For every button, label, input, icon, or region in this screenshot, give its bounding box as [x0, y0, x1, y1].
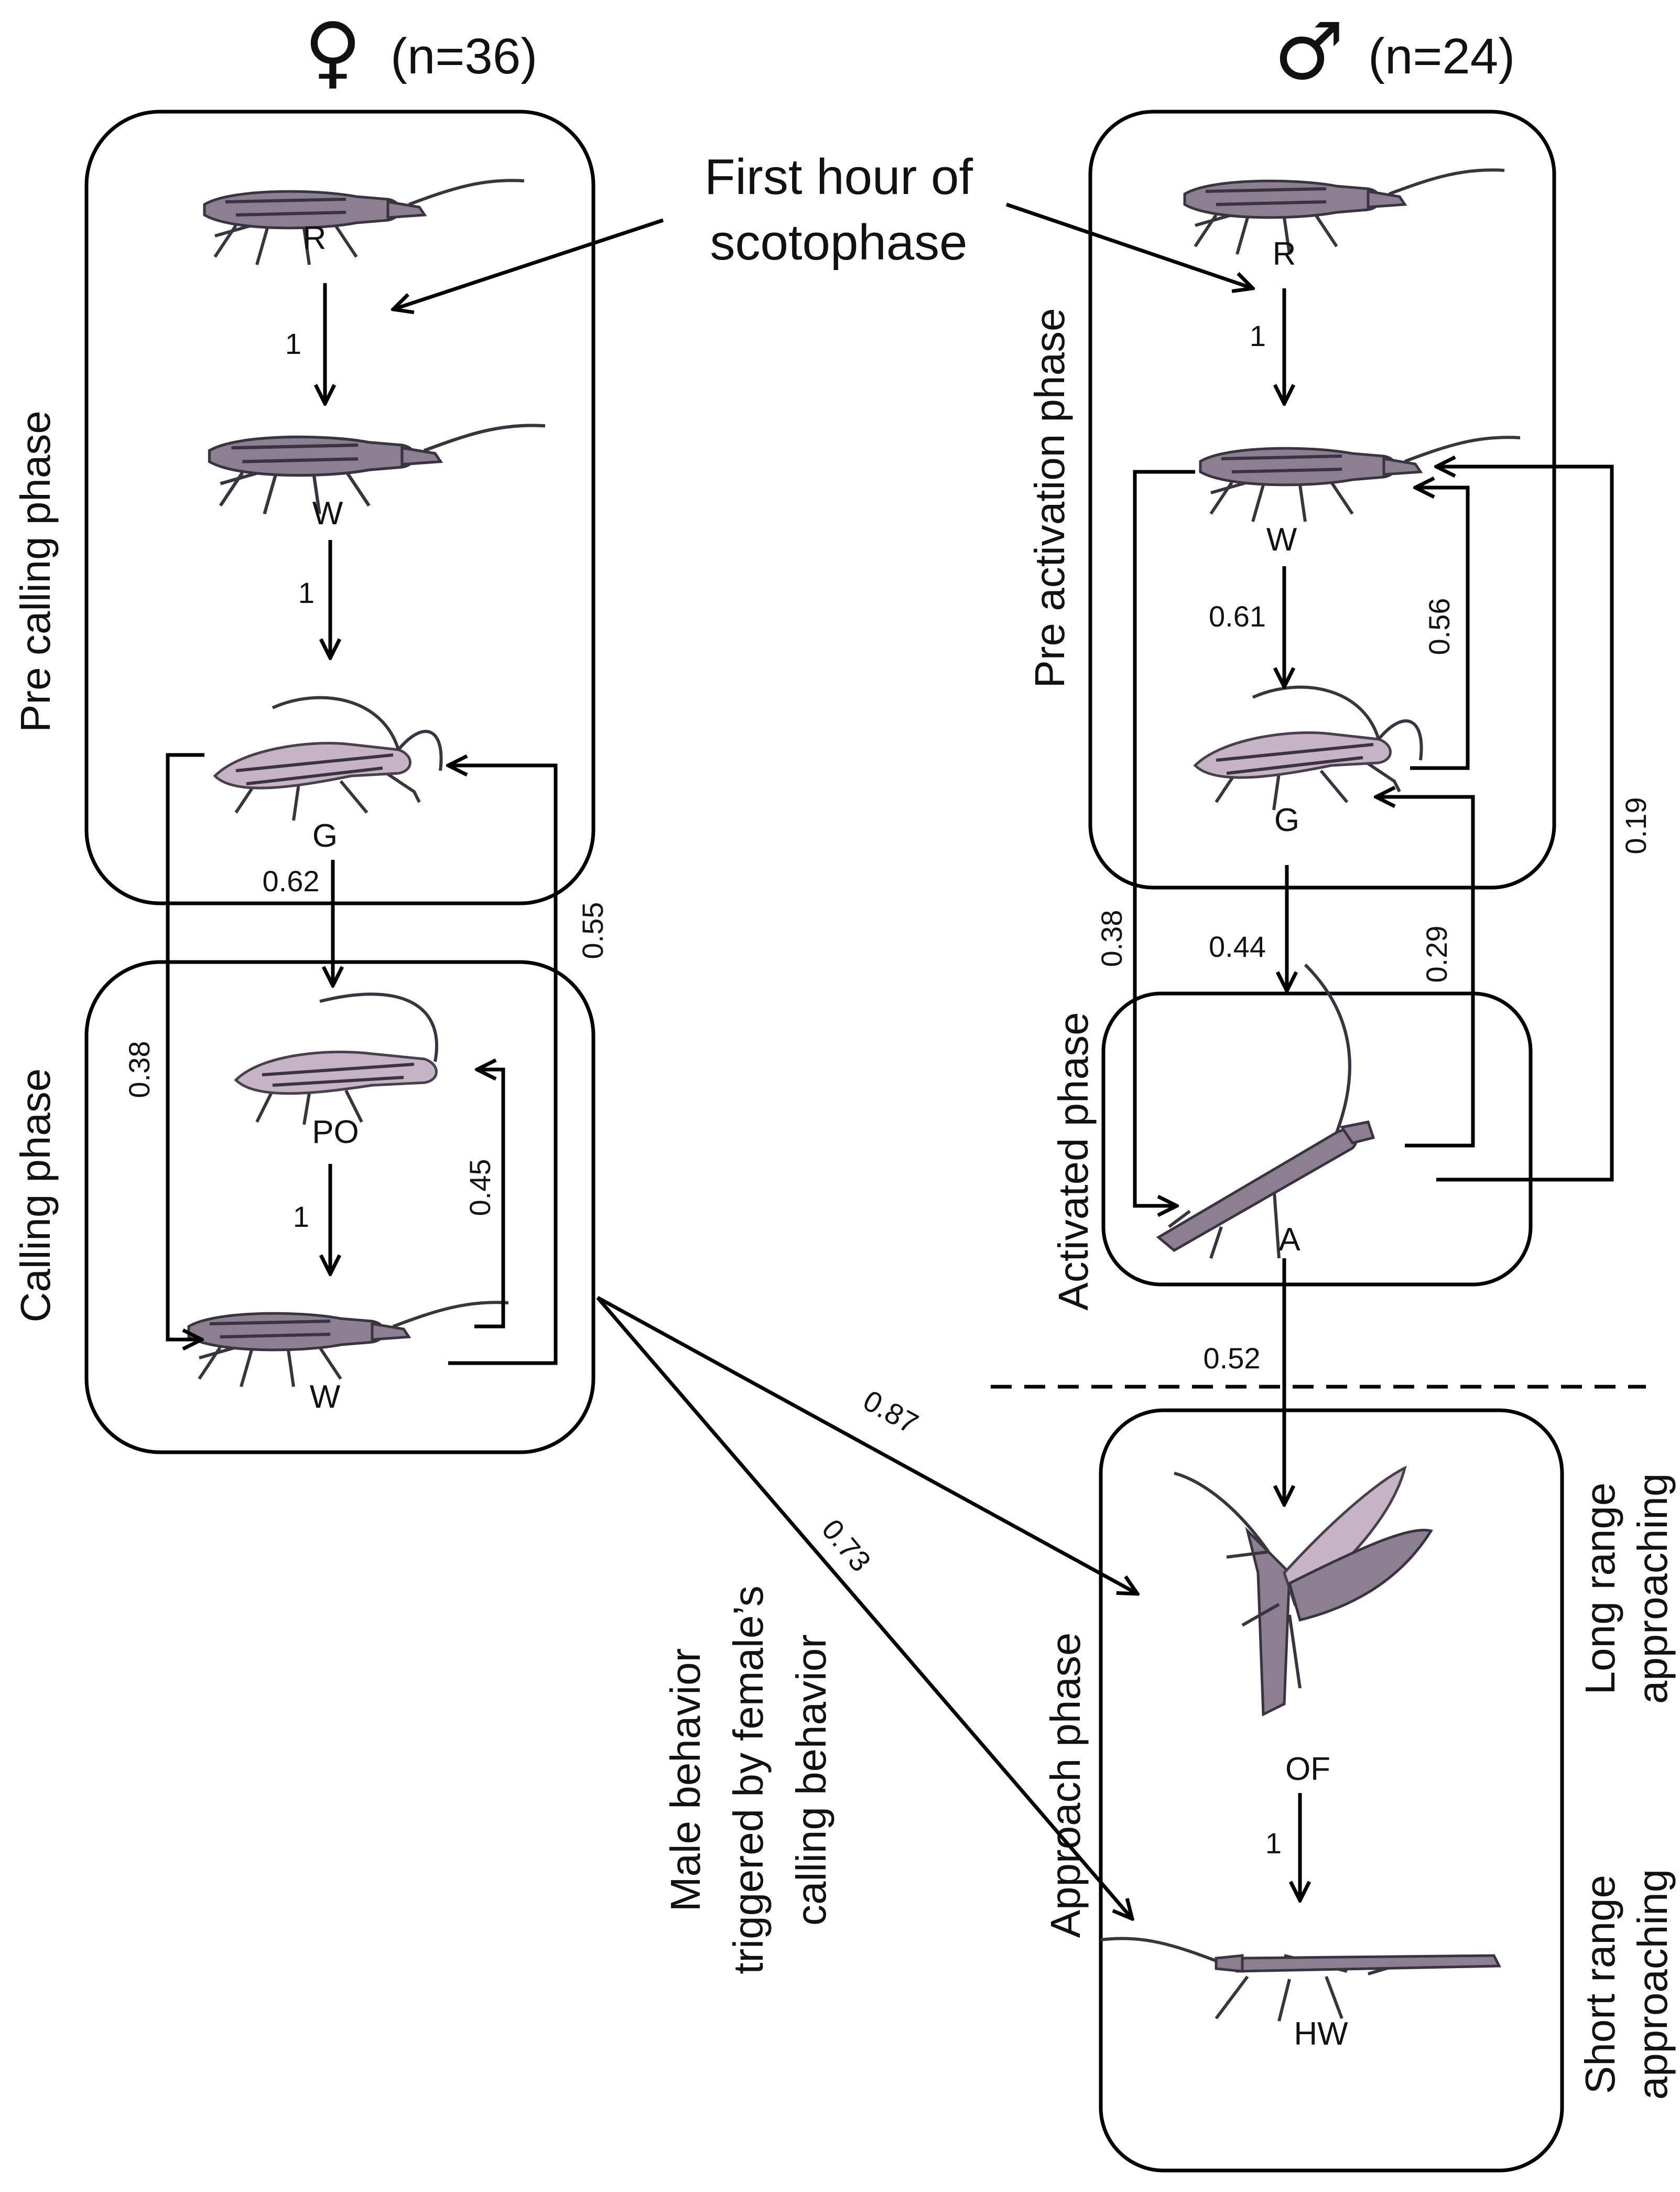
pre-calling-phase-label: Pre calling phase [12, 411, 59, 732]
transition-probability: 1 [1265, 1827, 1282, 1860]
male-count: (n=24) [1368, 28, 1515, 84]
transition-probability: 0.87 [858, 1384, 924, 1440]
transition-probability: 1 [293, 1200, 309, 1233]
state-label: W [310, 1379, 341, 1415]
transition-probability: 0.61 [1209, 600, 1266, 633]
short-range-label-line1: Short range [1577, 1875, 1623, 2094]
male-resting-insect-image [1185, 170, 1504, 254]
transition-arrow [448, 765, 558, 1365]
state-label: A [1278, 1222, 1300, 1258]
pre-activation-phase-box [1088, 110, 1556, 890]
transition-arrow [596, 1296, 1132, 1919]
female-pheromone-insect-image [236, 994, 437, 1125]
transition-probability: 0.45 [463, 1159, 496, 1216]
transition-probability: 0.62 [263, 865, 320, 898]
pre-calling-phase-box [84, 110, 595, 905]
female-symbol: ♀ [304, 6, 362, 98]
transition-probability: 0.38 [1095, 910, 1128, 967]
state-label: R [303, 220, 327, 256]
male-activated-insect-image [1158, 965, 1373, 1258]
male-flying-insect-image [1174, 1468, 1431, 1714]
first-hour-label-line2: scotophase [710, 214, 967, 271]
pre-activation-phase-label: Pre activation phase [1026, 308, 1073, 688]
calling-phase-label: Calling phase [12, 1068, 59, 1323]
state-label: W [1266, 522, 1297, 558]
female-count: (n=36) [391, 28, 537, 84]
transition-arrow [1436, 467, 1614, 1182]
transition-probability: 1 [298, 576, 315, 609]
approach-phase-box [1099, 1408, 1564, 2173]
transition-probability: 0.56 [1423, 598, 1456, 655]
state-label: G [312, 818, 338, 854]
male-walking-insect-image [1200, 437, 1520, 522]
approach-phase-label: Approach phase [1042, 1633, 1089, 1938]
male-grooming-insect-image [1195, 687, 1422, 810]
first-hour-label-line1: First hour of [704, 149, 973, 205]
activated-phase-box [1101, 991, 1533, 1287]
female-walking-insect-image [210, 425, 546, 514]
transition-probability: 0.19 [1619, 797, 1652, 855]
state-label: OF [1285, 1751, 1330, 1787]
transition-arrow [1376, 797, 1475, 1148]
scotophase-arrow-female [393, 218, 664, 309]
transition-probability: 0.29 [1420, 926, 1453, 983]
transition-probability: 0.55 [576, 902, 609, 959]
transition-probability: 0.38 [123, 1041, 156, 1098]
scotophase-arrow-male [1005, 202, 1253, 288]
state-label: HW [1294, 2016, 1348, 2052]
transition-probability: 1 [1250, 319, 1266, 352]
transition-probability: 1 [285, 327, 301, 360]
transition-probability: 0.73 [816, 1513, 877, 1578]
state-label: R [1273, 236, 1296, 272]
male-symbol: ♂ [1274, 6, 1344, 98]
state-label: G [1274, 802, 1299, 838]
activated-phase-label: Activated phase [1050, 1012, 1097, 1310]
long-range-label-line1: Long range [1577, 1483, 1623, 1695]
male-trigger-label-line2: triggered by female’s [725, 1585, 772, 1974]
transition-probability: 0.44 [1209, 930, 1266, 963]
female-grooming-insect-image [215, 698, 441, 820]
state-label: W [312, 495, 343, 532]
transition-probability: 0.52 [1204, 1342, 1261, 1375]
state-label: PO [312, 1114, 359, 1150]
female-walking2-insect-image [189, 1302, 508, 1387]
male-hw-insect-image [1101, 1938, 1499, 2021]
short-range-label-line2: approaching [1629, 1869, 1676, 2100]
male-trigger-label-line1: Male behavior [662, 1648, 709, 1912]
long-range-label-line2: approaching [1629, 1473, 1676, 1704]
transition-arrow [474, 1070, 505, 1329]
transition-arrow [1133, 470, 1195, 1206]
male-trigger-label-line3: calling behavior [788, 1634, 834, 1926]
calling-phase-box [84, 960, 595, 1454]
transition-arrow [1410, 488, 1470, 770]
transition-arrow [166, 753, 204, 1340]
female-resting-insect-image [204, 180, 524, 265]
transition-arrow [597, 1295, 1137, 1594]
